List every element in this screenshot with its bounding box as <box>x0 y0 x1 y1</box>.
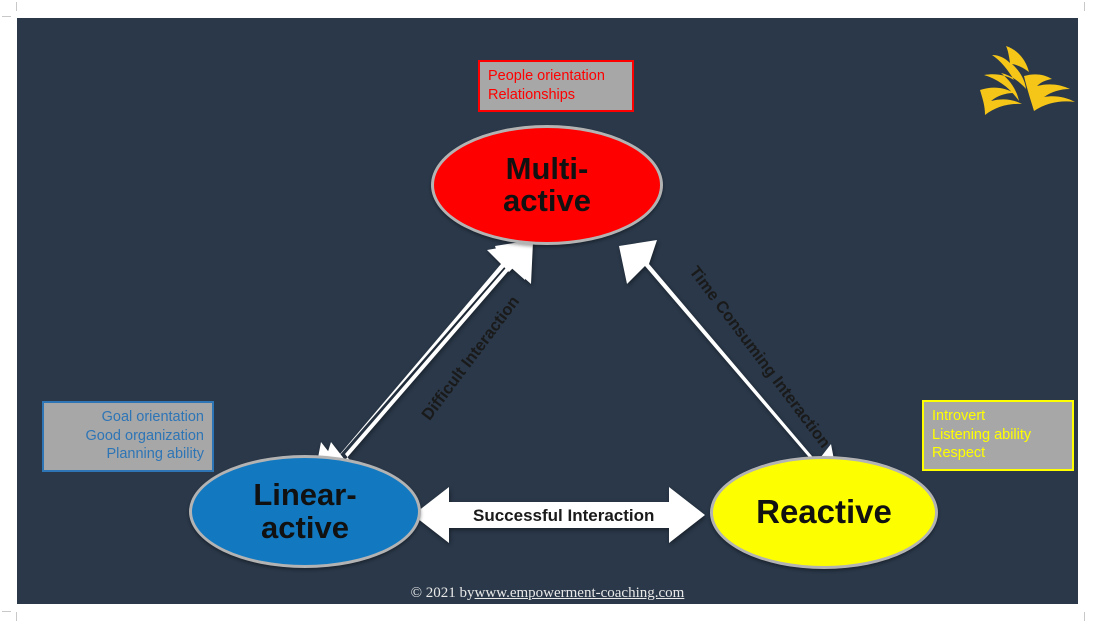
crop-mark-bottom-right-vertical <box>1084 612 1085 621</box>
node-reactive-label-line1: Reactive <box>756 493 892 531</box>
crop-mark-top-left-horizontal <box>2 16 11 17</box>
arrow-time-consuming-interaction <box>615 240 855 490</box>
node-multi-active[interactable]: Multi- active <box>431 125 663 245</box>
note-people-orientation: People orientation Relationships <box>478 60 634 113</box>
arrow-successful-interaction <box>413 485 705 545</box>
copyright-text: © 2021 by <box>410 585 475 601</box>
node-linear-active[interactable]: Linear- active <box>189 455 421 568</box>
node-multi-active-label: Multi- active <box>503 150 591 218</box>
node-reactive-label: Reactive <box>756 493 892 531</box>
note-goal-orientation: Goal orientation Good organization Plann… <box>42 401 214 472</box>
crop-mark-top-left-vertical <box>16 2 17 11</box>
crop-mark-bottom-left-horizontal <box>2 611 11 612</box>
website-link[interactable]: www.empowerment-coaching.com <box>474 585 685 601</box>
arrow-difficult-interaction <box>297 240 537 490</box>
slide-body: Difficult Interaction Time Consuming Int… <box>17 18 1078 604</box>
node-multi-active-label-line2: active <box>503 183 591 218</box>
footer-copyright: © 2021 bywww.empowerment-coaching.com <box>17 585 1078 602</box>
crop-mark-bottom-left-vertical <box>16 612 17 621</box>
bird-phoenix-logo <box>972 40 1078 116</box>
note-introvert: Introvert Listening ability Respect <box>922 400 1074 471</box>
node-linear-active-label-line1: Linear- <box>253 477 357 513</box>
node-linear-active-label-line2: active <box>261 509 349 545</box>
node-linear-active-label: Linear- active <box>253 477 357 545</box>
node-multi-active-label-line1: Multi- <box>505 150 589 186</box>
node-reactive[interactable]: Reactive <box>710 456 938 569</box>
crop-mark-top-right-vertical <box>1084 2 1085 11</box>
